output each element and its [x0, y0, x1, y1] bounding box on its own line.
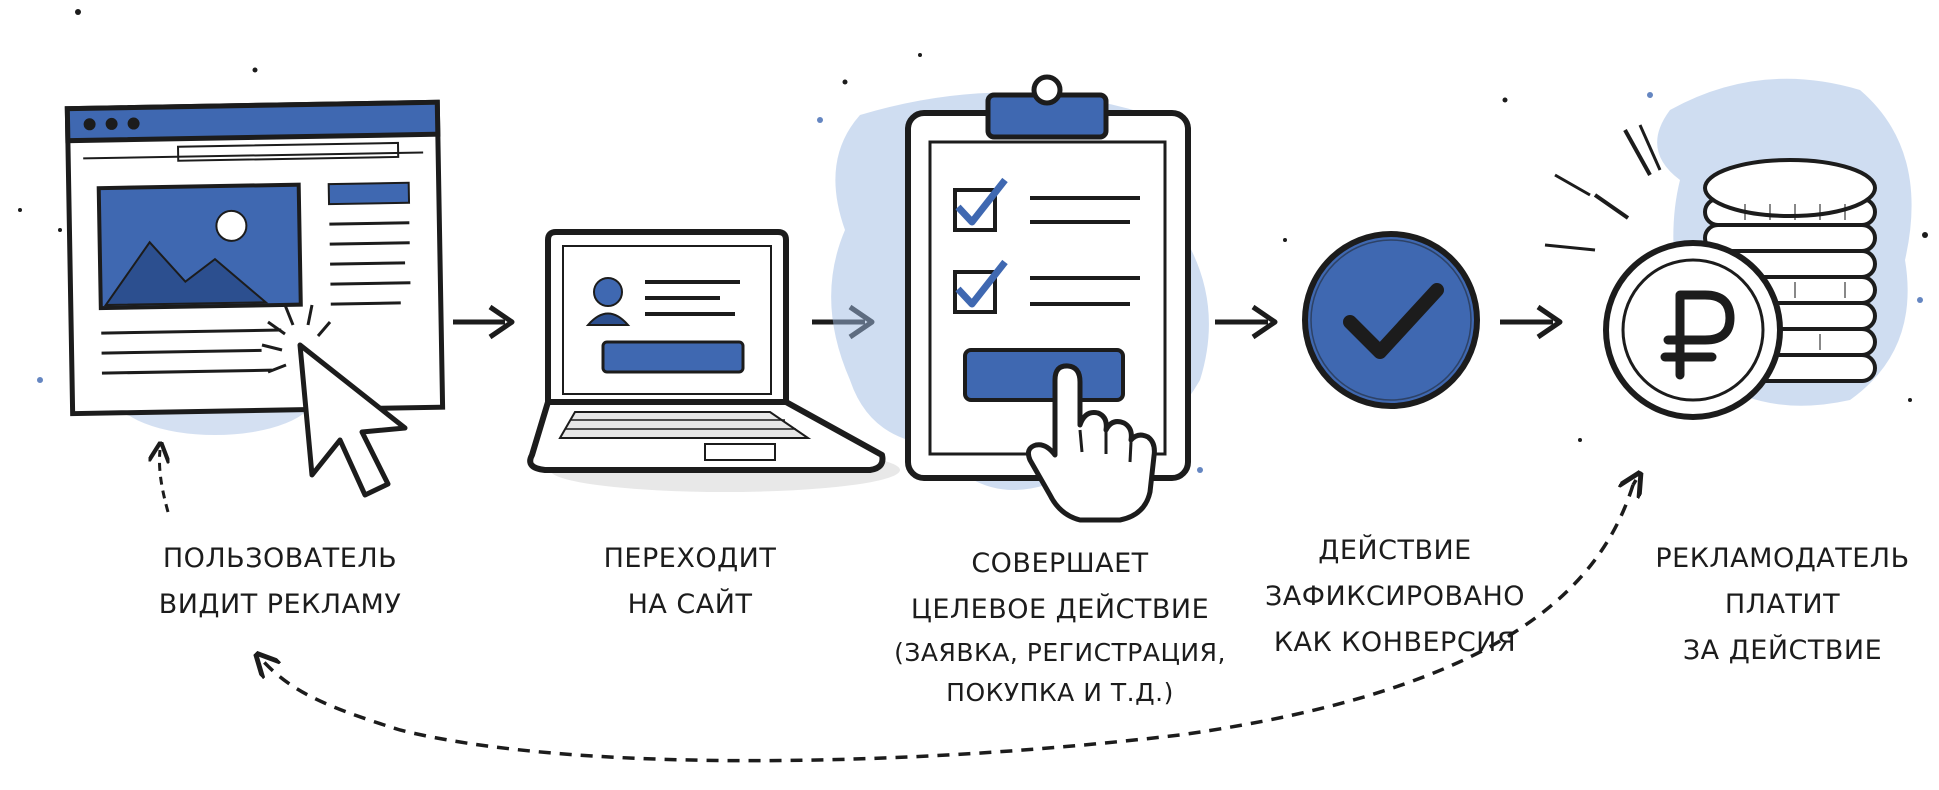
step-4-caption: ДЕЙСТВИЕ ЗАФИКСИРОВАНО КАК КОНВЕРСИЯ: [1255, 528, 1535, 666]
loop-dashed-arrow-head-right: [1633, 480, 1636, 485]
browser-ad-icon: [64, 99, 446, 513]
caption-subline: ПОКУПКА И Т.Д.): [946, 678, 1174, 707]
caption-line: КАК КОНВЕРСИЯ: [1273, 627, 1517, 658]
ruble-coins-icon: [1544, 78, 1912, 420]
caption-line: СОВЕРШАЕТ: [971, 548, 1149, 579]
ink-splatters: [18, 9, 1928, 442]
caption-line: ПЕРЕХОДИТ: [603, 543, 777, 574]
step-3-caption: СОВЕРШАЕТ ЦЕЛЕВОЕ ДЕЙСТВИЕ (ЗАЯВКА, РЕГИ…: [890, 541, 1230, 713]
caption-line: ПЛАТИТ: [1724, 589, 1841, 620]
step-2-caption: ПЕРЕХОДИТ НА САЙТ: [580, 536, 800, 628]
flow-arrow-4: [1500, 304, 1563, 340]
checkmark-circle-icon: [1302, 231, 1480, 409]
step-5-caption: РЕКЛАМОДАТЕЛЬ ПЛАТИТ ЗА ДЕЙСТВИЕ: [1640, 536, 1925, 674]
caption-line: ВИДИТ РЕКЛАМУ: [158, 589, 402, 620]
mouse-cursor-icon: [261, 304, 408, 498]
loop-dashed-arrow: [262, 484, 1635, 763]
pointing-hand-icon: [1026, 363, 1157, 523]
flow-arrow-1: [453, 304, 515, 340]
caption-line: ПОЛЬЗОВАТЕЛЬ: [162, 543, 398, 574]
clipboard-form-icon: [831, 74, 1209, 523]
laptop-icon: [527, 229, 900, 492]
caption-line: ЗАФИКСИРОВАНО: [1264, 581, 1526, 612]
caption-line: ЗА ДЕЙСТВИЕ: [1682, 635, 1883, 666]
caption-line: ДЕЙСТВИЕ: [1318, 535, 1472, 566]
caption-line: ЦЕЛЕВОЕ ДЕЙСТВИЕ: [910, 594, 1210, 625]
caption-line: РЕКЛАМОДАТЕЛЬ: [1655, 543, 1910, 574]
flow-arrow-3: [1215, 304, 1278, 340]
caption-subline: (ЗАЯВКА, РЕГИСТРАЦИЯ,: [894, 638, 1226, 667]
step-1-caption: ПОЛЬЗОВАТЕЛЬ ВИДИТ РЕКЛАМУ: [120, 536, 440, 628]
caption-line: НА САЙТ: [627, 589, 753, 620]
blue-splatters: [37, 92, 1923, 473]
